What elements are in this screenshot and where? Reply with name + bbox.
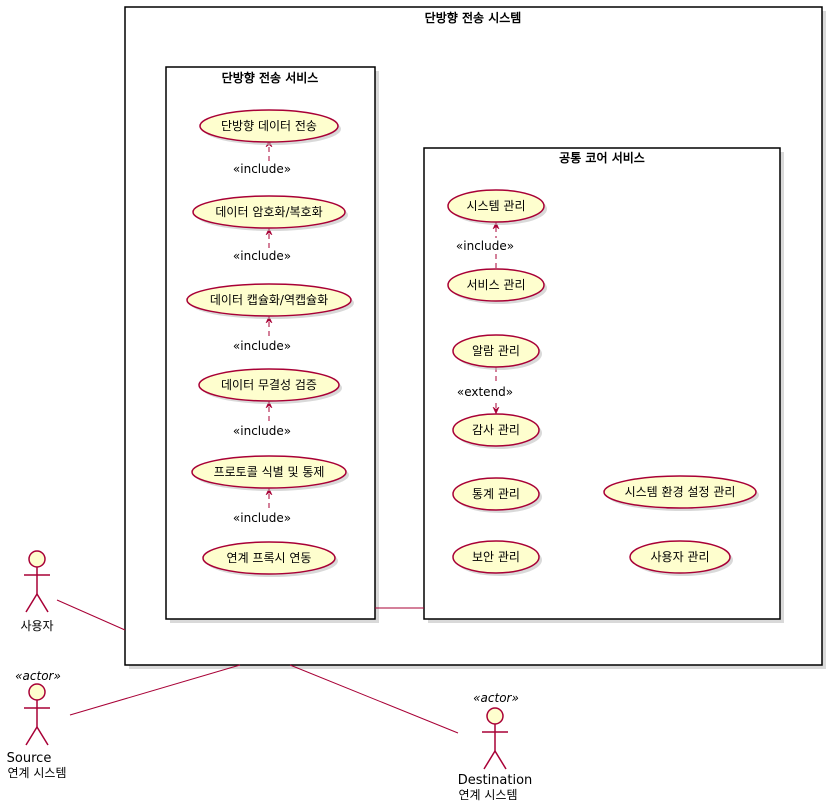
usecase-stats-mgmt: 통계 관리 [452, 477, 542, 513]
usecase-sys-mgmt: 시스템 관리 [447, 189, 547, 225]
usecase-protocol-label: 프로토콜 식별 및 통제 [214, 465, 325, 479]
usecase-svc-mgmt-label: 서비스 관리 [466, 278, 525, 292]
package-core-service: 공통 코어 서비스 [423, 147, 784, 623]
usecase-security-mgmt: 보안 관리 [452, 540, 542, 576]
usecase-env-mgmt-label: 시스템 환경 설정 관리 [625, 485, 736, 499]
actor-destination: «actor» Destination 연계 시스템 [458, 691, 533, 802]
usecase-encrypt-label: 데이터 암호화/복호화 [215, 205, 322, 219]
include-label-5: «include» [233, 511, 291, 525]
include-label-1: «include» [233, 162, 291, 176]
usecase-encrypt: 데이터 암호화/복호화 [192, 195, 348, 231]
usecase-integrity: 데이터 무결성 검증 [198, 368, 342, 404]
stick-figure-icon [24, 550, 50, 613]
include-label-3: «include» [233, 339, 291, 353]
usecase-user-mgmt-label: 사용자 관리 [650, 550, 709, 564]
actor-source: «actor» Source 연계 시스템 [7, 669, 67, 780]
usecase-proxy: 연계 프록시 연동 [202, 541, 338, 577]
usecase-sys-mgmt-label: 시스템 관리 [466, 199, 525, 213]
actor-user: 사용자 [20, 550, 54, 633]
usecase-oneway-transfer: 단방향 데이터 전송 [199, 109, 341, 145]
usecase-env-mgmt: 시스템 환경 설정 관리 [603, 475, 759, 511]
usecase-alarm-mgmt: 알람 관리 [452, 334, 542, 370]
usecase-integrity-label: 데이터 무결성 검증 [221, 378, 317, 392]
actor-source-stereotype: «actor» [15, 669, 61, 683]
actor-destination-name: Destination [458, 773, 533, 788]
include-label-4: «include» [233, 424, 291, 438]
actor-user-name: 사용자 [20, 619, 53, 633]
include-label-2: «include» [233, 249, 291, 263]
stick-figure-icon [482, 707, 508, 770]
usecase-stats-mgmt-label: 통계 관리 [472, 487, 520, 501]
include-label-core: «include» [456, 239, 514, 253]
stick-figure-icon [24, 683, 50, 746]
extend-label: «extend» [457, 385, 513, 399]
usecase-user-mgmt: 사용자 관리 [629, 540, 733, 576]
actor-source-sub: 연계 시스템 [7, 766, 66, 780]
actor-destination-sub: 연계 시스템 [458, 788, 517, 802]
usecase-alarm-mgmt-label: 알람 관리 [472, 344, 520, 358]
usecase-encapsulate-label: 데이터 캡슐화/역캡슐화 [210, 293, 328, 307]
usecase-audit-mgmt-label: 감사 관리 [472, 423, 520, 437]
actor-destination-stereotype: «actor» [473, 691, 519, 705]
usecase-oneway-transfer-label: 단방향 데이터 전송 [221, 119, 317, 133]
usecase-proxy-label: 연계 프록시 연동 [227, 551, 312, 565]
usecase-audit-mgmt: 감사 관리 [452, 413, 542, 449]
usecase-protocol: 프로토콜 식별 및 통제 [191, 455, 349, 491]
package-transfer-title: 단방향 전송 서비스 [222, 70, 319, 85]
system-title: 단방향 전송 시스템 [425, 10, 522, 25]
package-core-title: 공통 코어 서비스 [559, 150, 645, 165]
usecase-encapsulate: 데이터 캡슐화/역캡슐화 [186, 283, 354, 319]
usecase-svc-mgmt: 서비스 관리 [447, 268, 547, 304]
usecase-security-mgmt-label: 보안 관리 [472, 550, 520, 564]
relation-labels: «include» «include» «include» «include» … [226, 161, 518, 526]
actor-source-name: Source [7, 751, 52, 766]
actor-associations [56, 599, 459, 734]
